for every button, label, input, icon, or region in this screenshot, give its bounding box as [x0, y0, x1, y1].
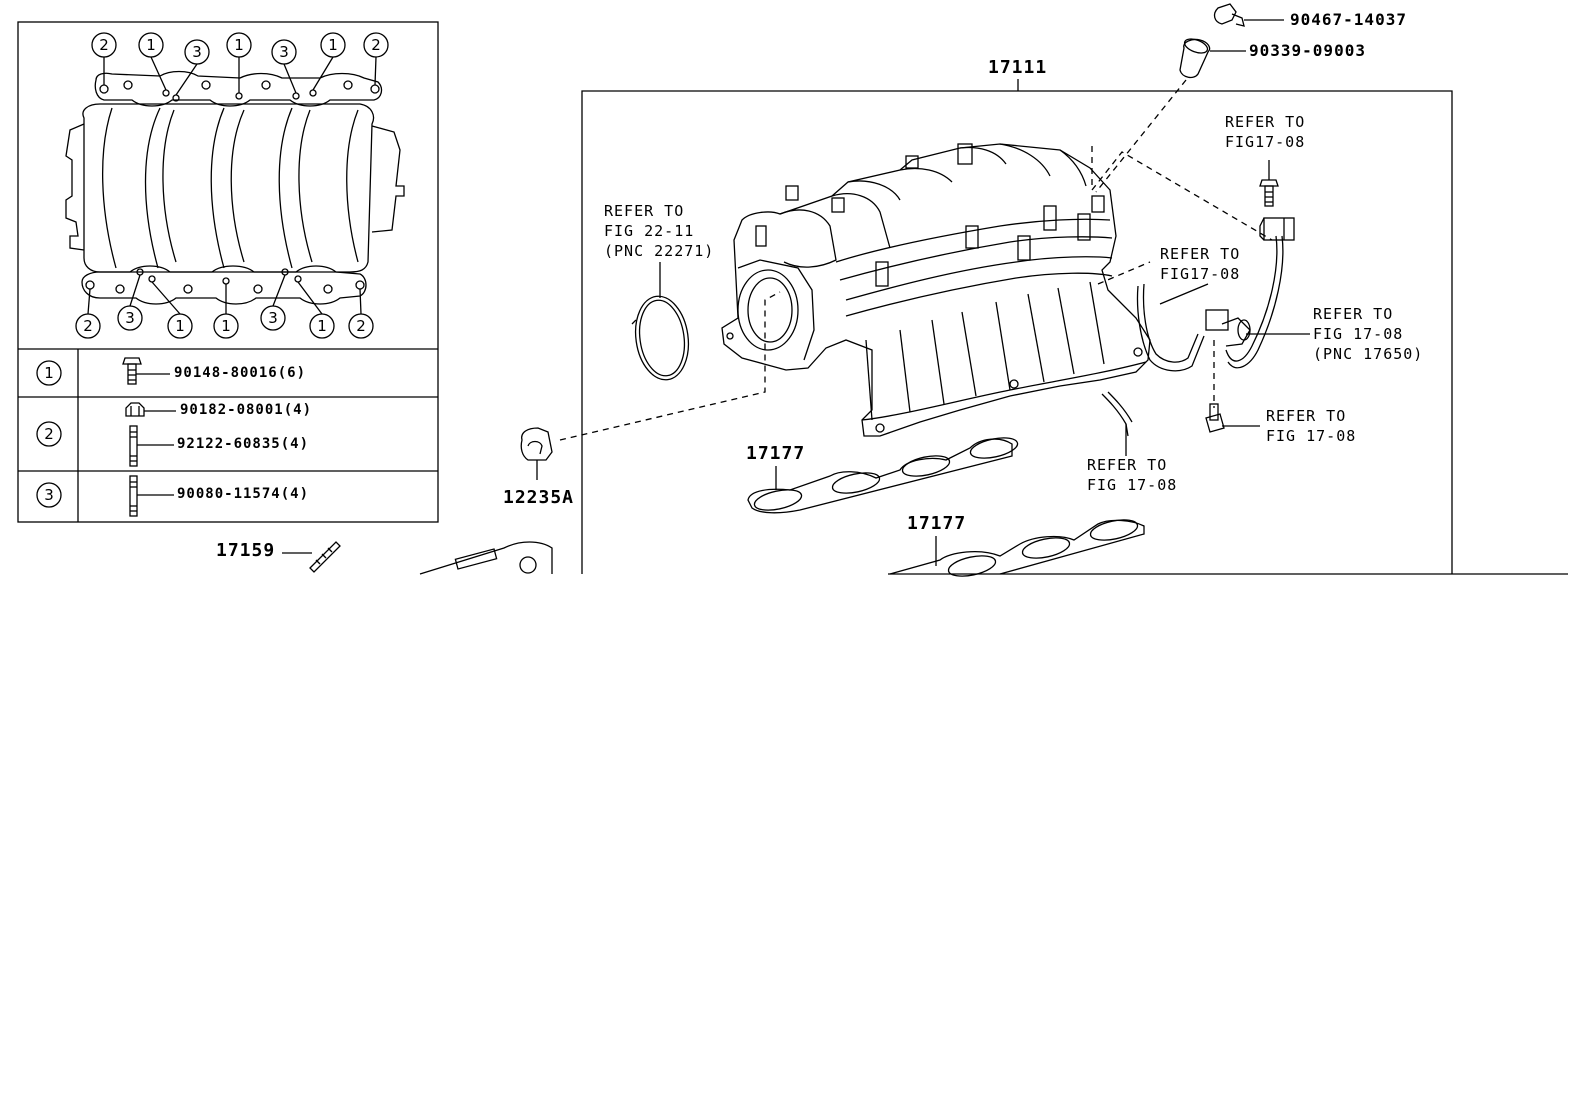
part-90467-clip — [1213, 3, 1284, 27]
callout-number: 1 — [221, 317, 231, 335]
key-part-number: 90148-80016(6) — [174, 365, 307, 381]
vacuum-hoses — [1101, 235, 1284, 456]
key-nut-icon — [125, 402, 176, 417]
reference-figure-link[interactable]: FIG17-08 — [1225, 133, 1306, 151]
key-stud-icon-a — [129, 425, 174, 467]
reference-line: REFER TO — [1313, 305, 1394, 323]
reference-figure-link[interactable]: FIG 17-08 — [1266, 427, 1357, 445]
callout-number: 2 — [83, 317, 93, 335]
reference-line: (PNC 17650) — [1313, 345, 1424, 363]
callout-number: 3 — [268, 309, 278, 327]
part-number-manifold[interactable]: 17111 — [988, 57, 1048, 78]
callout-number: 1 — [317, 317, 327, 335]
callout-number: 3 — [279, 43, 289, 61]
stud-17159 — [282, 541, 341, 573]
part-number-gasket-lower[interactable]: 17177 — [907, 513, 967, 534]
key-part-number: 90080-11574(4) — [177, 486, 310, 502]
callout-number: 2 — [356, 317, 366, 335]
callout-number: 1 — [146, 36, 156, 54]
inset-manifold-body — [82, 103, 375, 273]
key-part-number: 90182-08001(4) — [180, 402, 313, 418]
gasket-17177-upper — [747, 437, 1019, 514]
bolt-lower-right — [1205, 403, 1260, 433]
callout-number: 1 — [175, 317, 185, 335]
sensor-vsv-right — [1205, 309, 1310, 347]
reference-figure-link[interactable]: FIG 22-11 — [604, 222, 695, 240]
part-number-vsv[interactable]: 12235A — [503, 487, 575, 508]
dashed-leaders — [559, 79, 1273, 441]
callout-number: 1 — [328, 36, 338, 54]
inset-frame — [17, 21, 439, 523]
reference-line: REFER TO — [1160, 245, 1241, 263]
key-stud-icon-b — [129, 475, 174, 517]
connector-upper-right — [1259, 217, 1295, 241]
reference-figure-link[interactable]: FIG 17-08 — [1313, 325, 1404, 343]
callout-number: 1 — [234, 36, 244, 54]
key-bolt-icon — [122, 357, 170, 385]
reference-line: (PNC 22271) — [604, 242, 715, 260]
inset-bolt-holes — [85, 80, 380, 294]
key-marker: 3 — [44, 486, 54, 504]
part-number-90467[interactable]: 90467-14037 — [1290, 10, 1407, 29]
key-marker: 2 — [44, 425, 54, 443]
reference-figure-link[interactable]: FIG17-08 — [1160, 265, 1241, 283]
intake-manifold — [721, 143, 1151, 437]
main-frame — [581, 90, 1453, 574]
inset-gasket-bottom — [81, 265, 367, 305]
callout-number: 2 — [99, 36, 109, 54]
key-marker: 1 — [44, 364, 54, 382]
reference-line: REFER TO — [1225, 113, 1306, 131]
callout-number: 2 — [371, 36, 381, 54]
inset-gasket-top — [94, 70, 383, 107]
key-part-number: 92122-60835(4) — [177, 436, 310, 452]
reference-figure-link[interactable]: FIG 17-08 — [1087, 476, 1178, 494]
callout-number: 3 — [192, 43, 202, 61]
part-12235A — [520, 427, 553, 480]
gasket-17177-lower — [889, 519, 1145, 577]
inset-leaders — [87, 56, 377, 315]
bolt-upper-right — [1259, 160, 1279, 207]
reference-line: REFER TO — [1266, 407, 1347, 425]
reference-line: REFER TO — [604, 202, 685, 220]
reference-line: REFER TO — [1087, 456, 1168, 474]
part-number-gasket-upper[interactable]: 17177 — [746, 443, 806, 464]
part-number-90339[interactable]: 90339-09003 — [1249, 41, 1366, 60]
part-90339-plug — [1179, 38, 1246, 79]
callout-number: 3 — [125, 309, 135, 327]
part-number-stud[interactable]: 17159 — [216, 540, 276, 561]
throttle-gasket — [631, 262, 690, 381]
